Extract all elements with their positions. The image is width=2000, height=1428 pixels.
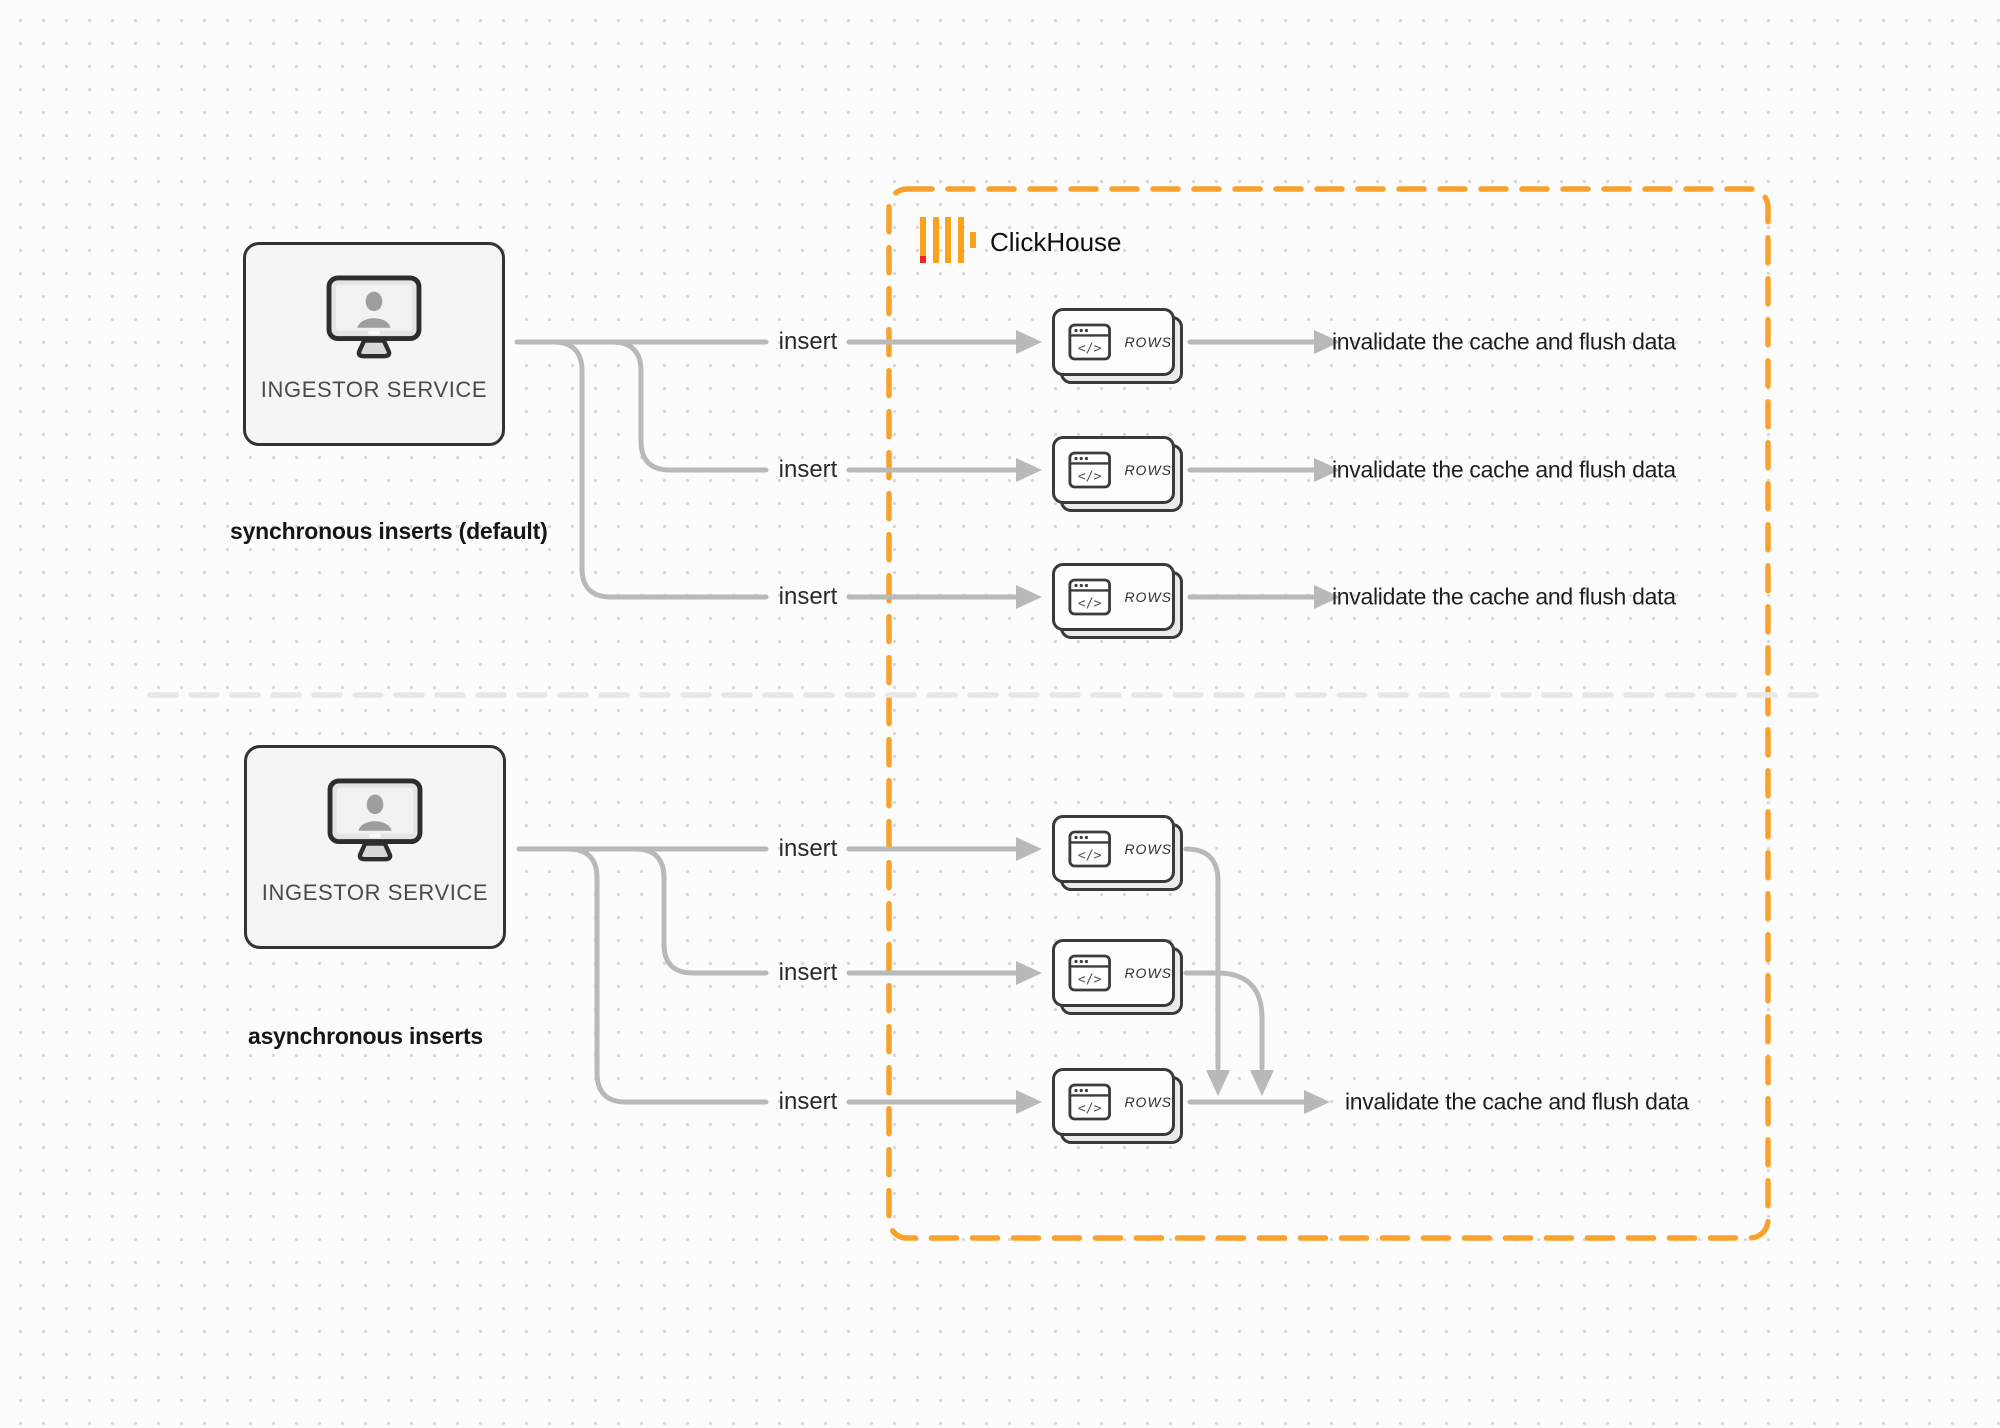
caption-sync: synchronous inserts (default) — [230, 518, 548, 544]
result-label-sync-2: invalidate the cache and flush data — [1332, 456, 1676, 483]
monitor-user-icon — [327, 778, 423, 862]
result-label-sync-3: invalidate the cache and flush data — [1332, 583, 1676, 610]
svg-text:</>: </> — [1078, 1101, 1102, 1116]
rows-card-label: ROWS — [1124, 589, 1172, 605]
code-window-icon: </> — [1068, 578, 1111, 616]
caption-async: asynchronous inserts — [248, 1023, 484, 1049]
card-front: </> ROWS — [1052, 1068, 1175, 1136]
insert-label-async-2: insert — [778, 959, 838, 986]
connector-lines — [514, 339, 1317, 1105]
rows-card-label: ROWS — [1124, 1094, 1172, 1110]
arrowhead-icon — [1314, 585, 1340, 609]
arrowhead-icon — [1016, 330, 1042, 354]
logo-bar — [957, 217, 964, 263]
card-front: </> ROWS — [1052, 815, 1175, 883]
arrowhead-down-icon — [1206, 1070, 1230, 1096]
clickhouse-logo-icon — [920, 217, 976, 263]
arrowhead-icon — [1016, 1090, 1042, 1114]
arrowhead-icon — [1016, 585, 1042, 609]
arrowhead-icon — [1304, 1090, 1330, 1114]
code-window-icon: </> — [1068, 451, 1111, 489]
arrowhead-icon — [1016, 458, 1042, 482]
monitor-stand — [356, 338, 392, 359]
ingestor-service-label: INGESTOR SERVICE — [261, 880, 489, 905]
clickhouse-brand-label: ClickHouse — [990, 227, 1122, 257]
svg-text:</>: </> — [1078, 848, 1102, 863]
logo-bar — [920, 217, 926, 263]
card-front: </> ROWS — [1052, 308, 1175, 376]
monitor-stand — [357, 841, 393, 862]
user-silhouette — [365, 291, 383, 312]
code-window-icon: </> — [1068, 1083, 1111, 1121]
code-window-icon: </> — [1068, 830, 1111, 868]
card-front: </> ROWS — [1052, 939, 1175, 1007]
arrowhead-down-icon — [1250, 1070, 1274, 1096]
rows-card-async-2: </> ROWS — [1052, 939, 1183, 1015]
card-front: </> ROWS — [1052, 563, 1175, 631]
insert-label-sync-2: insert — [778, 456, 838, 483]
arrowhead-icon — [1016, 837, 1042, 861]
sync-branch-row3 — [550, 339, 769, 600]
logo-bar — [932, 217, 939, 263]
arrowhead-icon — [1314, 458, 1340, 482]
rows-card-async-1: </> ROWS — [1052, 815, 1183, 891]
async-branch-row3 — [565, 846, 769, 1105]
insert-label-sync-1: insert — [778, 328, 838, 355]
result-label-async: invalidate the cache and flush data — [1345, 1088, 1689, 1115]
ingestor-service-box-sync: INGESTOR SERVICE — [243, 242, 505, 446]
user-silhouette — [366, 794, 384, 815]
insert-label-async-1: insert — [778, 835, 838, 862]
result-label-sync-1: invalidate the cache and flush data — [1332, 328, 1676, 355]
svg-text:</>: </> — [1078, 596, 1102, 611]
rows-card-sync-2: </> ROWS — [1052, 436, 1183, 512]
sync-branch-row2 — [609, 339, 769, 473]
rows-card-label: ROWS — [1124, 841, 1172, 857]
insert-label-async-3: insert — [778, 1088, 838, 1115]
rows-card-label: ROWS — [1124, 965, 1172, 981]
rows-card-async-3: </> ROWS — [1052, 1068, 1183, 1144]
logo-bar — [945, 217, 951, 263]
svg-text:</>: </> — [1078, 469, 1102, 484]
rows-card-sync-3: </> ROWS — [1052, 563, 1183, 639]
logo-bar — [970, 232, 976, 248]
logo-red-accent — [920, 256, 926, 263]
arrowhead-icon — [1016, 961, 1042, 985]
rows-card-label: ROWS — [1124, 462, 1172, 478]
async-merge-line-1 — [1183, 846, 1221, 1071]
clickhouse-dashed-boundary — [886, 186, 1771, 1241]
async-branch-row2 — [632, 846, 769, 976]
insert-label-sync-3: insert — [778, 583, 838, 610]
rows-card-label: ROWS — [1124, 334, 1172, 350]
svg-text:</>: </> — [1078, 972, 1102, 987]
monitor-user-icon — [326, 275, 422, 359]
arrowheads — [1016, 330, 1340, 1114]
code-window-icon: </> — [1068, 954, 1111, 992]
ingestor-service-box-async: INGESTOR SERVICE — [244, 745, 506, 949]
card-front: </> ROWS — [1052, 436, 1175, 504]
ingestor-service-label: INGESTOR SERVICE — [260, 377, 488, 402]
rows-card-sync-1: </> ROWS — [1052, 308, 1183, 384]
arrowhead-icon — [1314, 330, 1340, 354]
async-merge-line-2 — [1183, 970, 1265, 1071]
svg-text:</>: </> — [1078, 341, 1102, 356]
code-window-icon: </> — [1068, 323, 1111, 361]
